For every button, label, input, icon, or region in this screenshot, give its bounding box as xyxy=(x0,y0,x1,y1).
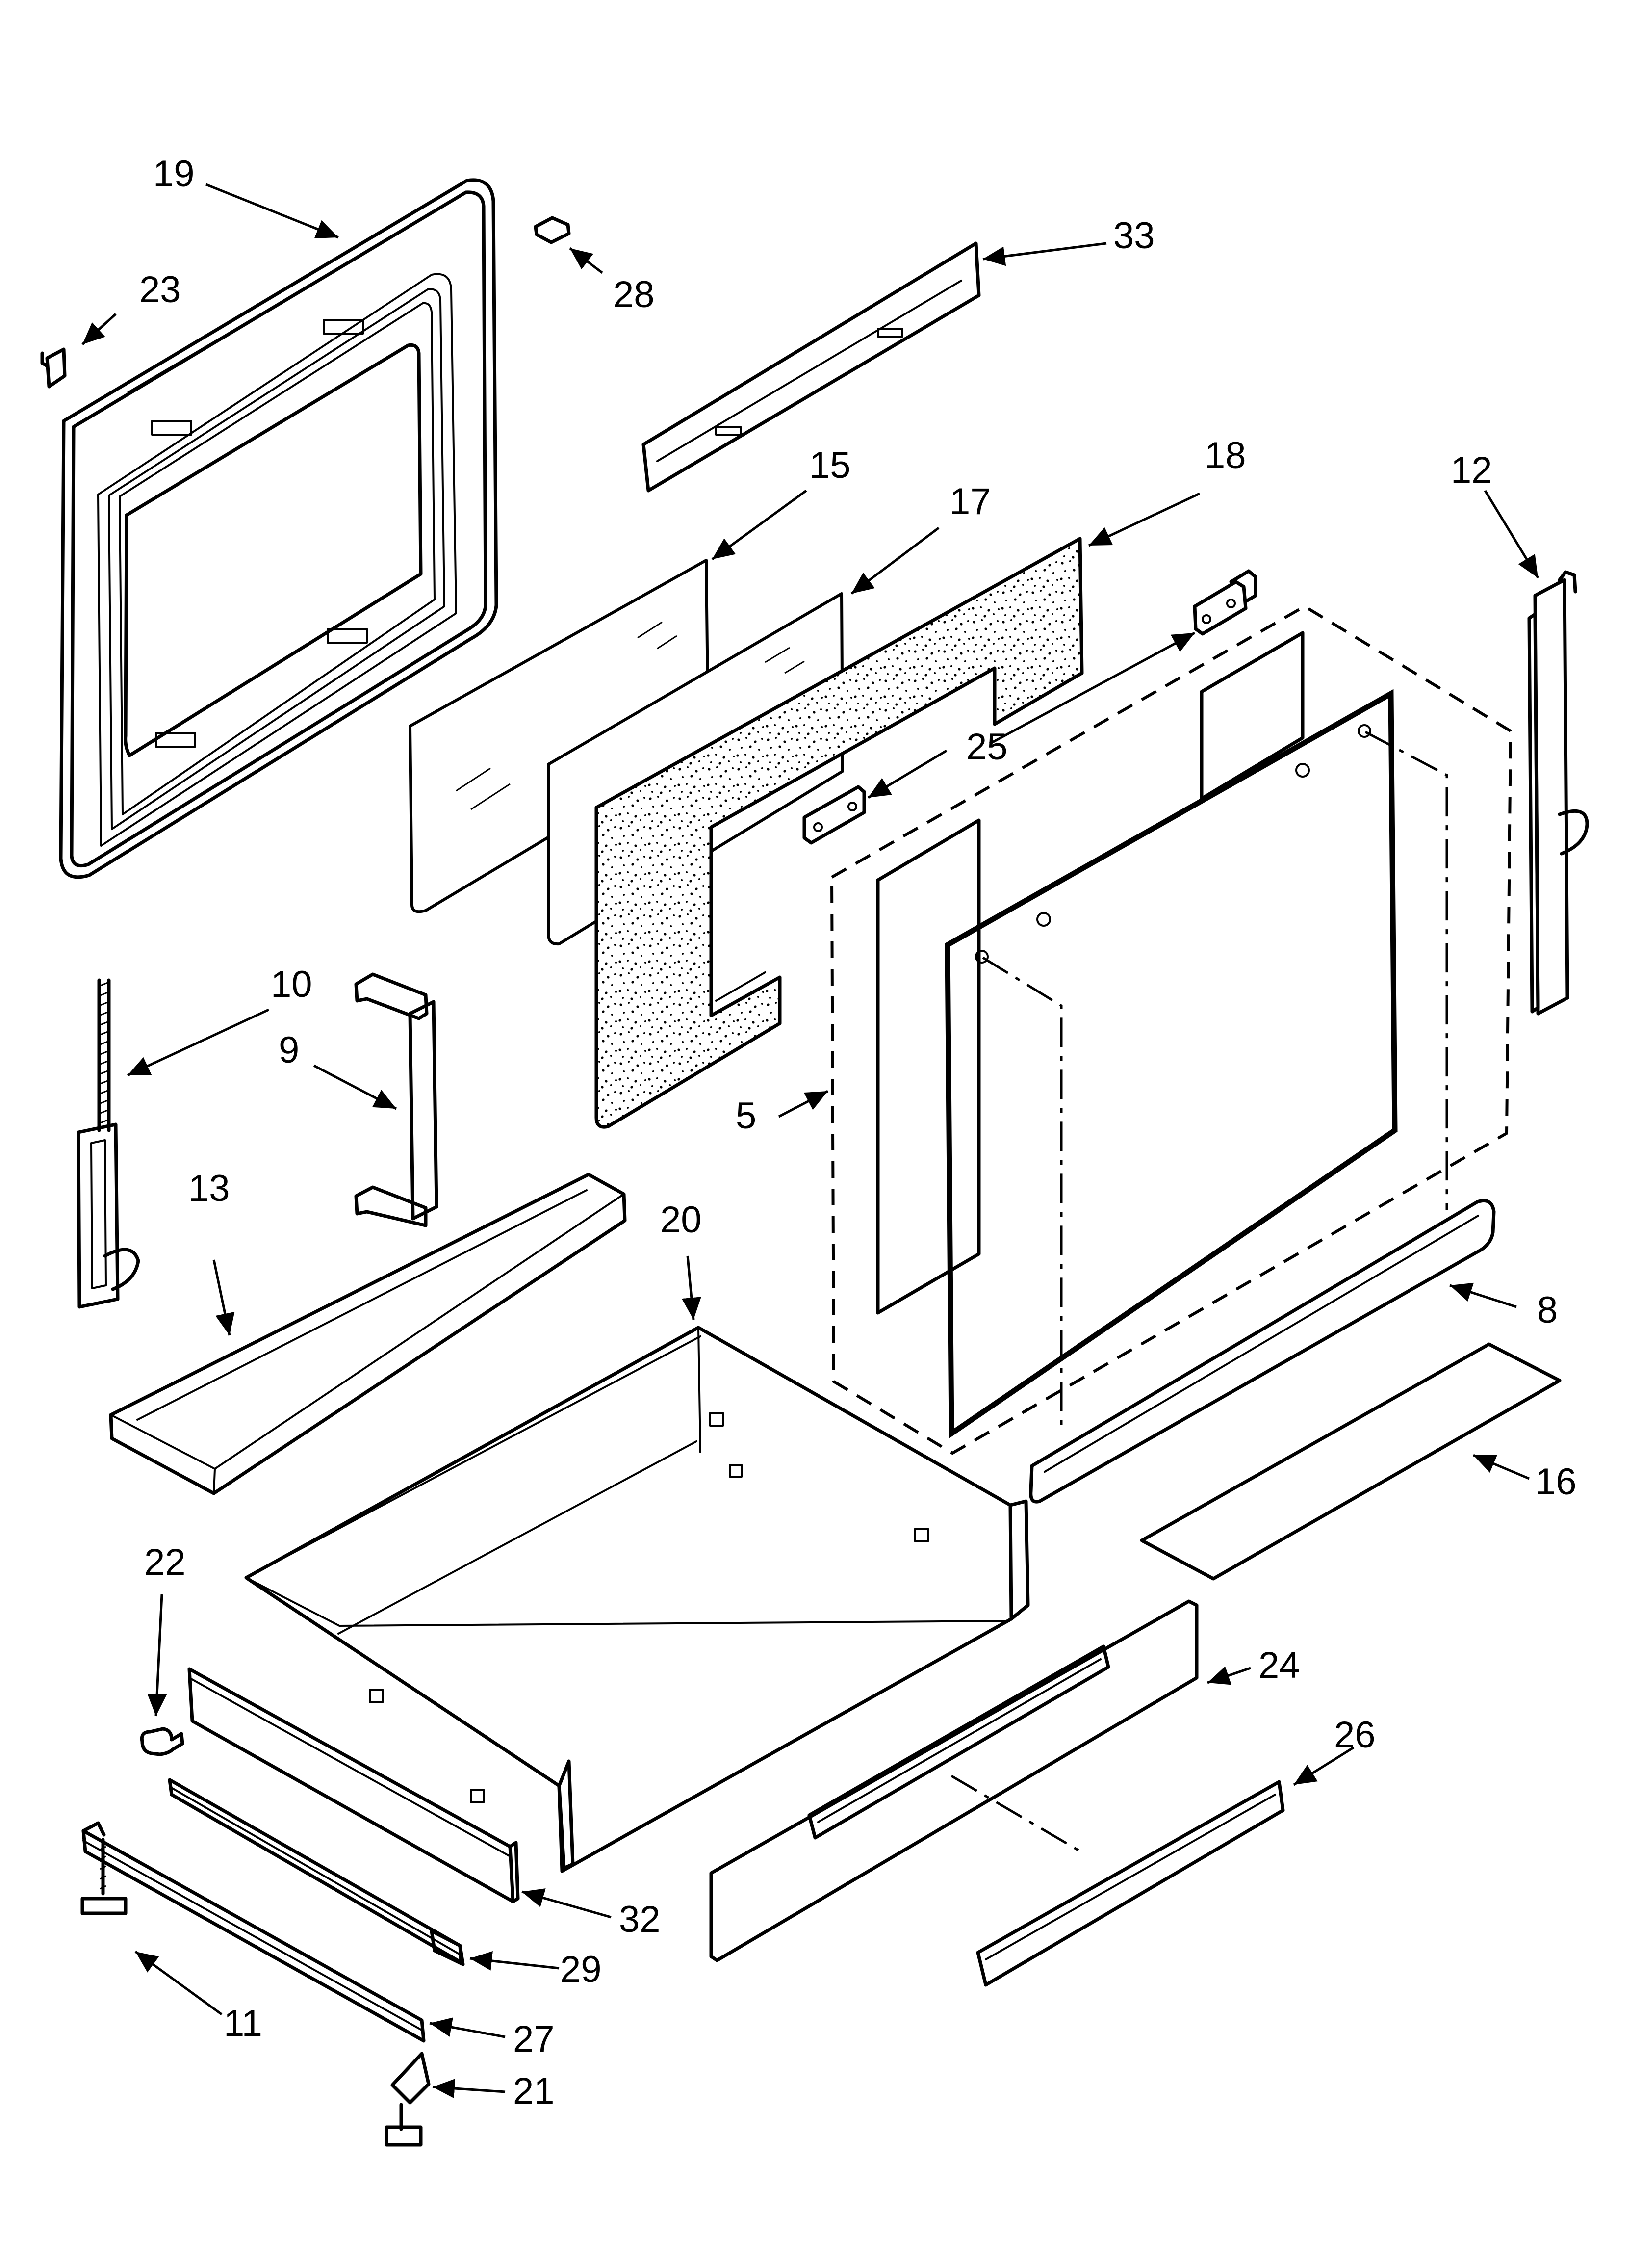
callout-24: 24 xyxy=(1258,1644,1300,1686)
callout-28: 28 xyxy=(613,274,655,315)
drawer-handle xyxy=(976,1780,1285,1987)
door-hinge xyxy=(1527,570,1589,1016)
vent-panel xyxy=(641,241,981,493)
door-clip xyxy=(40,347,67,389)
door-handle xyxy=(354,972,438,1227)
door-trim-strip xyxy=(1140,1342,1562,1581)
callout-29: 29 xyxy=(560,1949,602,1990)
door-assembly-outline xyxy=(830,604,1513,1455)
door-bumper xyxy=(534,216,571,244)
vent-slot-row xyxy=(127,210,437,393)
inner-door-panel xyxy=(945,689,1398,1439)
callout-22: 22 xyxy=(144,1541,186,1583)
door-bottom-trim xyxy=(1029,1199,1496,1504)
callout-9: 9 xyxy=(279,1029,299,1071)
drawer-slide xyxy=(168,1778,465,1966)
hinge-spring xyxy=(77,978,140,1309)
door-insulation xyxy=(594,537,1084,1129)
leveling-foot xyxy=(385,2052,431,2147)
callout-20: 20 xyxy=(660,1199,702,1241)
door-gasket-top xyxy=(1200,631,1305,801)
callout-11: 11 xyxy=(224,2003,262,2044)
outer-door-panel xyxy=(59,178,498,879)
storage-drawer-body xyxy=(244,1326,1030,1873)
leveling-screw xyxy=(140,1727,184,1756)
alignment-line-right xyxy=(1364,730,1448,1210)
callout-33: 33 xyxy=(1113,215,1155,257)
handle-alignment-line xyxy=(950,1774,1085,1855)
callout-10: 10 xyxy=(271,964,312,1005)
hinge-bracket-upper xyxy=(1193,569,1257,636)
callout-12: 12 xyxy=(1451,449,1492,491)
callout-5: 5 xyxy=(736,1095,756,1137)
callout-23: 23 xyxy=(139,269,181,311)
callout-25: 25 xyxy=(966,726,1008,768)
callout-13: 13 xyxy=(188,1168,230,1209)
door-gasket-left xyxy=(876,818,981,1315)
callout-16: 16 xyxy=(1535,1461,1577,1503)
callout-26: 26 xyxy=(1334,1714,1376,1756)
callout-21: 21 xyxy=(513,2070,555,2112)
drawer-slide-rail xyxy=(81,1821,426,2043)
leader-lines xyxy=(81,183,1539,2098)
hinge-bracket-lower xyxy=(802,785,866,845)
callout-17: 17 xyxy=(949,481,991,522)
callout-27: 27 xyxy=(513,2018,555,2060)
leveling-leg xyxy=(80,1838,128,1915)
drawer-side-rail xyxy=(187,1667,520,1903)
callout-15: 15 xyxy=(809,444,851,486)
callout-8: 8 xyxy=(1537,1289,1558,1331)
callout-18: 18 xyxy=(1205,435,1246,476)
alignment-line-left xyxy=(982,956,1063,1428)
callout-32: 32 xyxy=(619,1899,661,1940)
warming-tray xyxy=(109,1173,627,1495)
drawer-front xyxy=(709,1599,1199,1962)
callout-19: 19 xyxy=(153,153,195,195)
